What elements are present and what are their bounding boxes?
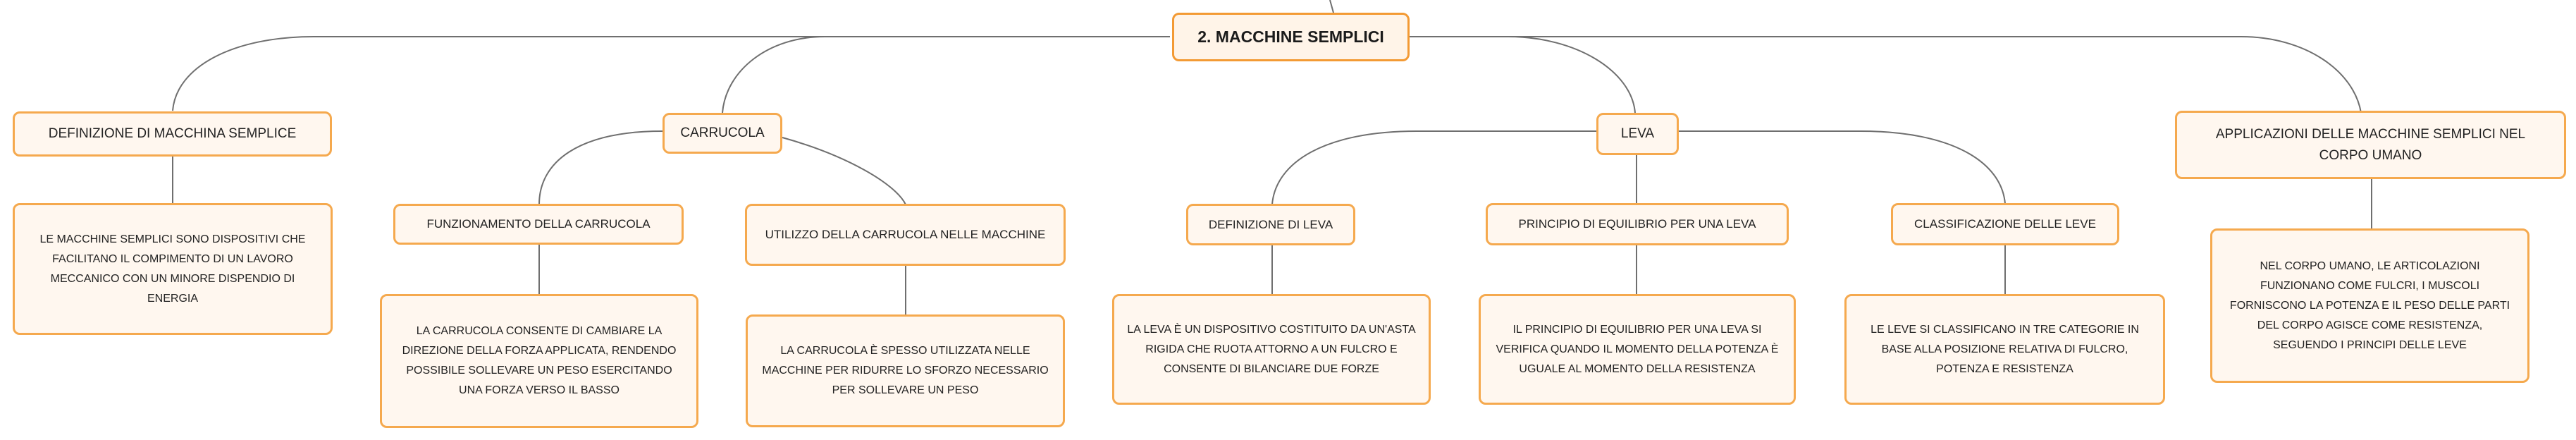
desc-text: NEL CORPO UMANO, LE ARTICOLAZIONI FUNZIO… [2229,259,2510,351]
desc-text: LE MACCHINE SEMPLICI SONO DISPOSITIVI CH… [39,233,306,305]
desc-text: LA CARRUCOLA CONSENTE DI CAMBIARE LA DIR… [402,325,677,396]
connector-leva-to-classificazione [1677,130,2006,204]
desc-utilizzo-carrucola[interactable]: LA CARRUCOLA È SPESSO UTILIZZATA NELLE M… [746,314,1065,427]
root-title: 2. MACCHINE SEMPLICI [1197,28,1384,46]
subtopic-label: DEFINIZIONE DI LEVA [1208,217,1333,231]
desc-text: LE LEVE SI CLASSIFICANO IN TRE CATEGORIE… [1871,323,2139,375]
subtopic-principio-equilibrio[interactable]: PRINCIPIO DI EQUILIBRIO PER UNA LEVA [1486,203,1789,245]
subtopic-label: PRINCIPIO DI EQUILIBRIO PER UNA LEVA [1518,217,1756,231]
subtopic-definizione-leva[interactable]: DEFINIZIONE DI LEVA [1186,204,1355,245]
subtopic-label: UTILIZZO DELLA CARRUCOLA NELLE MACCHINE [765,228,1046,241]
desc-text: IL PRINCIPIO DI EQUILIBRIO PER UNA LEVA … [1496,323,1779,375]
subtopic-classificazione-leve[interactable]: CLASSIFICAZIONE DELLE LEVE [1891,203,2119,245]
desc-macchina-semplice[interactable]: LE MACCHINE SEMPLICI SONO DISPOSITIVI CH… [13,203,333,335]
topic-label: CARRUCOLA [680,126,765,140]
topic-label: DEFINIZIONE DI MACCHINA SEMPLICE [48,126,297,141]
connector-root-to-definizione [172,36,1170,111]
connector-root-to-applicazioni [1410,36,2362,114]
subtopic-label: CLASSIFICAZIONE DELLE LEVE [1914,217,2096,231]
topic-leva[interactable]: LEVA [1596,113,1679,155]
desc-text: LA CARRUCOLA È SPESSO UTILIZZATA NELLE M… [762,345,1049,396]
topic-label: APPLICAZIONI DELLE MACCHINE SEMPLICI NEL… [2215,126,2526,163]
topic-label: LEVA [1620,126,1655,141]
desc-text: LA LEVA È UN DISPOSITIVO COSTITUITO DA U… [1127,323,1416,375]
connector-root-to-leva [1410,36,1636,114]
subtopic-utilizzo-carrucola[interactable]: UTILIZZO DELLA CARRUCOLA NELLE MACCHINE [745,204,1066,266]
topic-definizione-macchina-semplice[interactable]: DEFINIZIONE DI MACCHINA SEMPLICE [13,111,332,157]
desc-corpo-umano[interactable]: NEL CORPO UMANO, LE ARTICOLAZIONI FUNZIO… [2210,228,2529,383]
connector-top-stub [1329,0,1334,13]
desc-funzionamento-carrucola[interactable]: LA CARRUCOLA CONSENTE DI CAMBIARE LA DIR… [380,294,698,428]
topic-applicazioni-corpo-umano[interactable]: APPLICAZIONI DELLE MACCHINE SEMPLICI NEL… [2175,111,2566,179]
subtopic-label: FUNZIONAMENTO DELLA CARRUCOLA [426,217,651,231]
connector-carrucola-to-utilizzo [782,137,906,205]
connector-carrucola-to-funzionamento [538,130,663,205]
root-node[interactable]: 2. MACCHINE SEMPLICI [1172,13,1410,61]
desc-principio-equilibrio[interactable]: IL PRINCIPIO DI EQUILIBRIO PER UNA LEVA … [1479,294,1796,405]
connector-root-to-carrucola [722,36,1170,114]
connector-leva-to-definizione-leva [1271,130,1596,205]
desc-classificazione-leve[interactable]: LE LEVE SI CLASSIFICANO IN TRE CATEGORIE… [1844,294,2165,405]
desc-definizione-leva[interactable]: LA LEVA È UN DISPOSITIVO COSTITUITO DA U… [1112,294,1431,405]
topic-carrucola[interactable]: CARRUCOLA [663,113,782,154]
subtopic-funzionamento-carrucola[interactable]: FUNZIONAMENTO DELLA CARRUCOLA [393,204,684,245]
